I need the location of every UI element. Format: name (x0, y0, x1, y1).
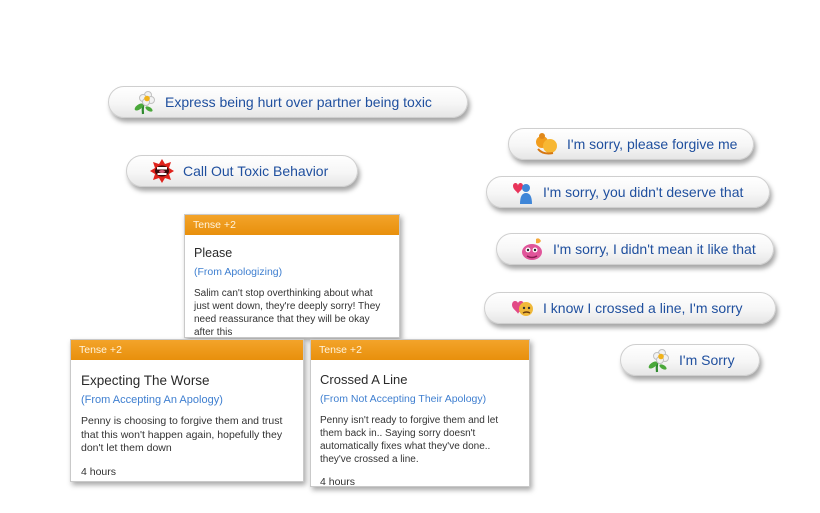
express-hurt-label: Express being hurt over partner being to… (165, 94, 432, 110)
sorry-forgive-label: I'm sorry, please forgive me (567, 136, 738, 152)
moodlet-duration: 4 hours (320, 476, 356, 488)
crossed-line-face-icon (512, 300, 533, 316)
moodlet-source: (From Apologizing) (194, 266, 283, 278)
moodlet-card-expecting-the-worse: Tense +2 Expecting The Worse (From Accep… (70, 339, 304, 482)
moodlet-header: Tense +2 (185, 215, 399, 235)
moodlet-description: Salim can't stop overthinking about what… (194, 288, 381, 338)
sorry-mean-label: I'm sorry, I didn't mean it like that (553, 241, 756, 257)
moodlet-card-crossed-a-line: Tense +2 Crossed A Line (From Not Accept… (310, 339, 530, 488)
moodlet-title: Please (194, 246, 233, 260)
call-out-label: Call Out Toxic Behavior (183, 163, 329, 179)
comfort-hug-icon (536, 133, 557, 155)
sorry-mean-button[interactable]: I'm sorry, I didn't mean it like that (496, 233, 774, 265)
sad-person-heart-icon (513, 183, 532, 204)
flower-icon (134, 91, 155, 115)
moodlet-source: (From Not Accepting Their Apology) (320, 393, 487, 405)
crossed-line-label: I know I crossed a line, I'm sorry (543, 300, 743, 316)
moodlet-card-please: Tense +2 Please (From Apologizing) Salim… (184, 214, 400, 338)
moodlet-source: (From Accepting An Apology) (81, 394, 223, 406)
shouting-mouth-icon (150, 159, 174, 183)
flower-icon (648, 349, 669, 373)
express-hurt-button[interactable]: Express being hurt over partner being to… (108, 86, 468, 118)
im-sorry-button[interactable]: I'm Sorry (620, 344, 760, 376)
pink-creature-icon (522, 238, 542, 260)
moodlet-header: Tense +2 (71, 340, 303, 360)
crossed-line-button[interactable]: I know I crossed a line, I'm sorry (484, 292, 776, 324)
sorry-forgive-button[interactable]: I'm sorry, please forgive me (508, 128, 754, 160)
moodlet-duration: 4 hours (81, 465, 117, 478)
moodlet-description: Penny is choosing to forgive them and tr… (81, 415, 283, 454)
moodlet-header: Tense +2 (311, 340, 529, 360)
sorry-deserve-button[interactable]: I'm sorry, you didn't deserve that (486, 176, 770, 208)
moodlet-title: Crossed A Line (320, 372, 408, 387)
call-out-toxic-button[interactable]: Call Out Toxic Behavior (126, 155, 358, 187)
moodlet-description: Penny isn't ready to forgive them and le… (320, 415, 499, 465)
moodlet-title: Expecting The Worse (81, 373, 210, 388)
sorry-deserve-label: I'm sorry, you didn't deserve that (543, 184, 744, 200)
im-sorry-label: I'm Sorry (679, 352, 735, 368)
